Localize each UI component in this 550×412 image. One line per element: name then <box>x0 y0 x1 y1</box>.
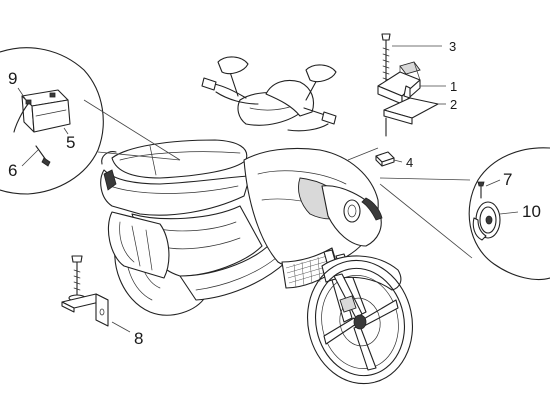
battery-detail-circle <box>0 47 181 195</box>
callout-8: 8 <box>134 329 144 348</box>
bracket-part-8 <box>61 255 131 333</box>
relay-part-1 <box>377 61 421 105</box>
front-wheel <box>306 259 414 385</box>
callout-9: 9 <box>8 69 18 88</box>
callout-6: 6 <box>8 161 18 180</box>
nut-part-4 <box>375 151 395 167</box>
battery-cable <box>13 103 29 133</box>
battery-screw <box>35 145 51 167</box>
callout-2: 2 <box>450 97 458 112</box>
horn-part <box>472 201 501 241</box>
callout-1: 1 <box>450 79 458 94</box>
callout-4: 4 <box>406 155 414 170</box>
callout-3: 3 <box>449 39 457 54</box>
scooter-illustration <box>100 56 414 385</box>
callout-10: 10 <box>522 202 541 221</box>
horn-detail-circle <box>379 147 550 281</box>
relay-bracket-assembly <box>347 33 446 167</box>
screw-3 <box>381 33 391 89</box>
callout-5: 5 <box>66 133 76 152</box>
battery-part <box>21 89 71 133</box>
callout-7: 7 <box>503 170 513 189</box>
horn-screw <box>477 181 485 199</box>
